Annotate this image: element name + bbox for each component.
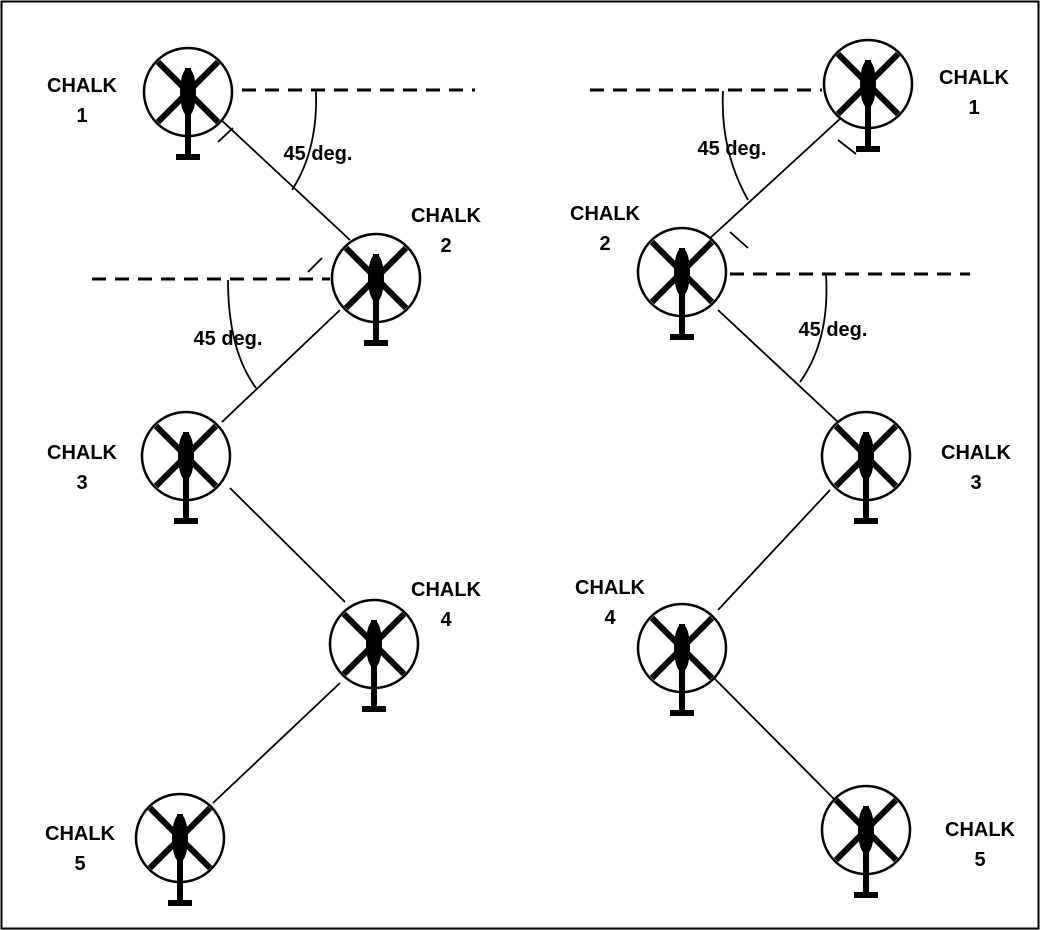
angle-arc [291,90,318,191]
helicopter-icon [330,600,418,712]
chalk-label: CHALK [945,819,1016,841]
chalk-label: CHALK [575,577,646,599]
chalk-label: CHALK [411,205,482,227]
helicopter-icon [144,48,232,160]
left-formation: CHALK 1 CHALK 2 CHALK 3 CHALK 4 CHALK 5 … [45,48,482,906]
angle-arc [799,274,828,383]
helicopter-icon [638,228,726,340]
helicopter-icon [136,794,224,906]
connector-line [717,309,839,423]
chalk-label: CHALK [47,442,118,464]
angle-label: 45 deg. [284,143,353,165]
angle-tick [217,127,234,143]
connector-line [221,309,341,423]
chalk-number: 2 [599,233,610,255]
chalk-number: 4 [440,609,452,631]
helicopter-icon [822,412,910,524]
chalk-label: CHALK [45,823,116,845]
chalk-number: 4 [604,607,616,629]
chalk-label: CHALK [411,579,482,601]
connector-line [717,489,831,611]
angle-tick [837,139,857,155]
chalk-label: CHALK [939,67,1010,89]
chalk-number: 1 [968,97,979,119]
chalk-number: 1 [76,105,87,127]
chalk-number: 5 [974,849,985,871]
angle-tick [729,231,749,249]
angle-label: 45 deg. [799,319,868,341]
connector-line [707,116,843,241]
chalk-number: 5 [74,853,85,875]
helicopter-icon [142,412,230,524]
angle-label: 45 deg. [698,138,767,160]
chalk-number: 3 [970,472,981,494]
chalk-number: 3 [76,472,87,494]
helicopter-icon [638,604,726,716]
right-formation: CHALK 1 CHALK 2 CHALK 3 CHALK 4 CHALK 5 … [570,40,1016,898]
helicopter-icon [824,40,912,152]
connector-line [217,116,351,241]
chalk-number: 2 [440,235,451,257]
chalk-label: CHALK [941,442,1012,464]
connector-line [711,675,839,804]
connector-line [229,487,346,603]
angle-arc [227,279,257,389]
helicopter-icon [332,234,420,346]
connector-line [212,682,341,804]
chalk-label: CHALK [570,203,641,225]
angle-tick [307,257,323,273]
helicopter-icon [822,786,910,898]
angle-arc [721,90,749,201]
chalk-label: CHALK [47,75,118,97]
angle-label: 45 deg. [194,328,263,350]
